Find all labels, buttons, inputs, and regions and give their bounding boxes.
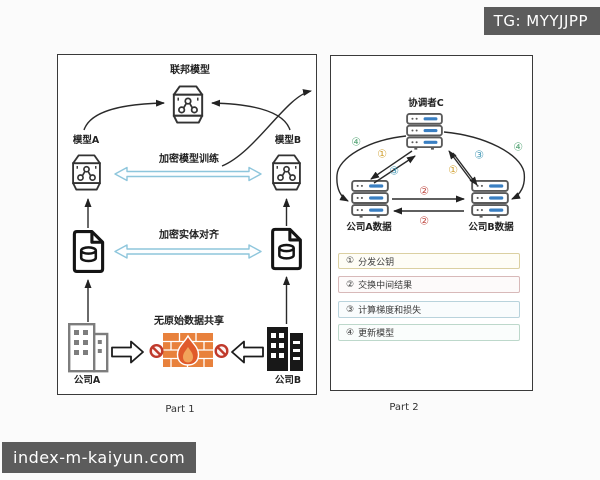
legend-item-distribute-keys: ① 分发公钥 [338, 253, 520, 269]
legend-3-num: ③ [346, 304, 355, 315]
step1-mark-left: ① [377, 147, 387, 161]
legend-item-update-model: ④ 更新模型 [338, 324, 520, 341]
step4-mark-left: ④ [351, 135, 361, 149]
watermark-url-badge: index-m-kaiyun.com [2, 442, 197, 473]
legend-1-num: ① [346, 256, 355, 266]
step1-mark-right: ① [448, 163, 458, 177]
part2-caption: Part 2 [389, 402, 419, 413]
legend-3-text: 计算梯度和损失 [358, 306, 422, 316]
company-b-label: 公司B [274, 375, 302, 386]
step3-mark-left: ③ [389, 164, 399, 178]
coordinator-label: 协调者C [408, 98, 444, 109]
legend-1-text: 分发公钥 [358, 257, 395, 268]
no-raw-data-sharing-label: 无原始数据共享 [154, 316, 224, 327]
step2-mark-top: ② [419, 184, 429, 198]
company-a-label: 公司A [73, 375, 101, 386]
part1-panel [57, 54, 317, 395]
step3-mark-right: ③ [474, 148, 484, 162]
encrypted-model-training-label: 加密模型训练 [159, 154, 219, 165]
part1-caption: Part 1 [165, 404, 195, 415]
legend-item-exchange-results: ② 交换中间结果 [338, 276, 520, 293]
legend-4-text: 更新模型 [358, 329, 395, 339]
legend-2-num: ② [346, 279, 355, 290]
model-b-label: 模型B [274, 135, 302, 146]
company-a-data-label: 公司A数据 [346, 222, 392, 233]
model-a-label: 模型A [72, 135, 100, 146]
step4-mark-right: ④ [513, 140, 523, 154]
legend-item-compute-gradients: ③ 计算梯度和损失 [338, 301, 520, 318]
federated-model-label: 联邦模型 [170, 65, 210, 76]
legend-2-text: 交换中间结果 [358, 281, 413, 291]
company-b-data-label: 公司B数据 [468, 222, 514, 233]
encrypted-entity-alignment-label: 加密实体对齐 [159, 230, 219, 241]
legend-4-num: ④ [346, 327, 355, 338]
step2-mark-bottom: ② [419, 214, 429, 228]
watermark-telegram-badge: TG: MYYJJPP [483, 7, 600, 35]
